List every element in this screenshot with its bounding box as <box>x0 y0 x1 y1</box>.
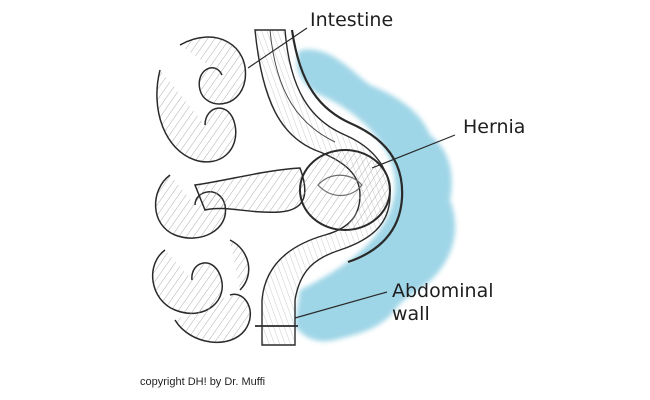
wall-leader-line <box>294 291 388 319</box>
wall-line-outer <box>290 29 404 264</box>
hernia-fold <box>317 174 363 197</box>
hernia-leader-line <box>371 134 456 169</box>
label-hernia: Hernia <box>463 116 525 138</box>
intestine-tube <box>193 167 306 214</box>
intestine-leader-line <box>247 27 308 69</box>
label-abdominal-wall-line2: wall <box>392 303 430 325</box>
label-abdominal-wall-line1: Abdominal <box>392 280 494 302</box>
wall-line-inner <box>269 29 336 143</box>
label-intestine: Intestine <box>310 9 393 31</box>
hernia-sac <box>299 149 391 231</box>
watercolor-wash <box>295 49 456 342</box>
copyright-text: copyright DH! by Dr. Muffi <box>140 376 266 388</box>
